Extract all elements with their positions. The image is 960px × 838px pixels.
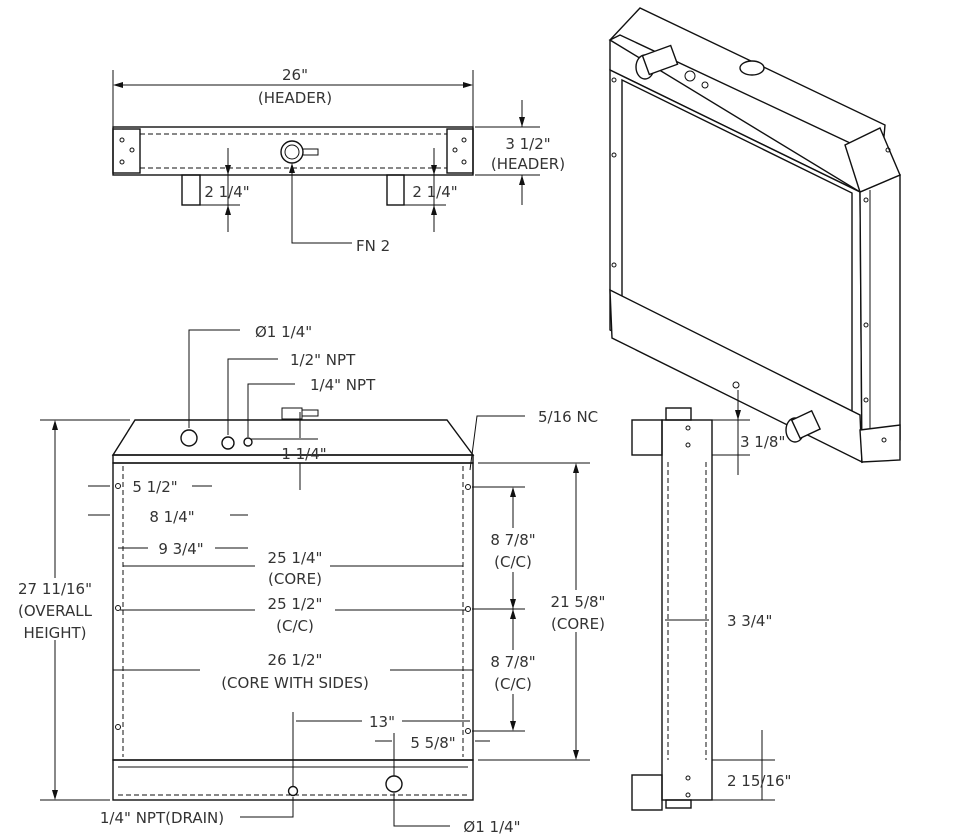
pipe-left [181,174,201,206]
core-width-note: (CORE) [268,570,322,588]
isometric-view [608,7,901,464]
cc-width-note: (C/C) [276,617,314,635]
cc-lower-note: (C/C) [494,675,532,693]
pipe-left-dim: 2 1/4" [204,183,249,201]
drain-offset-dim: 13" [369,713,395,731]
outlet-dia-label: Ø1 1/4" [463,818,520,836]
side-top-offset: 3 1/8" [740,433,785,451]
cc-width-dim: 25 1/2" [268,595,323,613]
overall-height-note2: HEIGHT) [23,624,86,642]
side-depth: 3 3/4" [727,612,772,630]
inlet-dia-label: Ø1 1/4" [255,323,312,341]
left-bracket [112,128,141,174]
cc-upper-dim: 8 7/8" [490,531,535,549]
side-bottom-offset: 2 15/16" [727,772,791,790]
dim-9-3-4: 9 3/4" [158,540,203,558]
pipe-right-dim: 2 1/4" [412,183,457,201]
sides-width-note: (CORE WITH SIDES) [221,674,369,692]
side-view: 3 1/8" 3 3/4" 2 15/16" [631,390,791,811]
npt-half-label: 1/2" NPT [290,351,356,369]
cc-lower-dim: 8 7/8" [490,653,535,671]
dim-5-1-2: 5 1/2" [132,478,177,496]
cc-upper-note: (C/C) [494,553,532,571]
dim-8-1-4: 8 1/4" [149,508,194,526]
core-width-dim: 25 1/4" [268,549,323,567]
header-width-note: (HEADER) [258,89,332,107]
filler-neck-icon [280,140,304,164]
pipe-right [386,174,405,206]
header-height-dim: 3 1/2" [505,135,550,153]
right-bracket [446,128,474,174]
outlet-offset-dim: 5 5/8" [410,734,455,752]
core-height-note: (CORE) [551,615,605,633]
outlet-icon [385,775,403,793]
core-height-dim: 21 5/8" [551,593,606,611]
neck-offset-dim: 1 1/4" [281,445,326,463]
sides-width-dim: 26 1/2" [268,651,323,669]
npt-quarter-label: 1/4" NPT [310,376,376,394]
front-view: Ø1 1/4" 1/2" NPT 1/4" NPT 5/16 NC 1 1/4"… [10,323,609,836]
drain-label: 1/4" NPT(DRAIN) [100,809,224,827]
inlet-icon [180,429,198,447]
thread-label: 5/16 NC [538,408,598,426]
header-width-dim: 26" [282,66,308,84]
drain-icon [287,785,299,797]
overall-height-dim: 27 11/16" [18,580,92,598]
top-view: 26" (HEADER) 3 1/2" (HEADER) 2 1/4" 2 1/… [112,66,565,255]
filler-neck-label: FN 2 [356,237,390,255]
overall-height-note1: (OVERALL [18,602,93,620]
header-height-note: (HEADER) [491,155,565,173]
